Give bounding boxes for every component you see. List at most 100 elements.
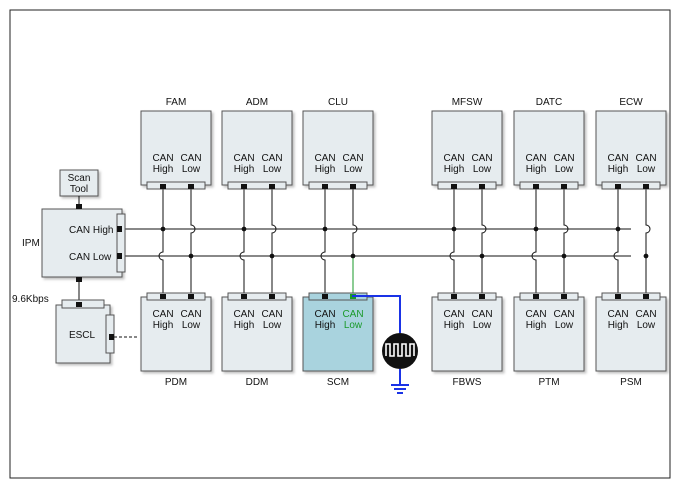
wire-low — [190, 188, 196, 256]
pin-can-low — [561, 294, 567, 299]
junction-dot — [643, 253, 649, 259]
wire-high — [531, 229, 537, 293]
pin-high-label: CAN — [314, 153, 335, 164]
pin-high-label: CAN — [443, 309, 464, 320]
pin-low-label: Low — [555, 164, 574, 175]
pin-low-label: CAN — [471, 309, 492, 320]
pin-high-label: High — [608, 320, 629, 331]
pin-low-label: CAN — [553, 309, 574, 320]
pin-can-high — [160, 184, 166, 189]
module-box — [595, 296, 667, 372]
pin-high-label: CAN — [443, 153, 464, 164]
pin-can-low — [350, 184, 356, 189]
junction-dot — [188, 253, 194, 259]
module-box — [140, 296, 212, 372]
pin-can-low — [479, 184, 485, 189]
wire-high — [320, 229, 326, 293]
pin-low-label: CAN — [342, 309, 363, 320]
pin-low-label: Low — [182, 320, 201, 331]
module-connector — [437, 292, 497, 301]
wire-low — [563, 188, 569, 256]
pin-can-low — [269, 184, 275, 189]
pin-high-label: High — [153, 164, 174, 175]
junction-dot — [479, 253, 485, 259]
probe-group — [352, 295, 418, 394]
pin-low-label: Low — [263, 320, 282, 331]
ipm-can-low-label: CAN Low — [69, 252, 112, 263]
pin-can-high — [322, 294, 328, 299]
junction-dot — [615, 226, 621, 232]
module-connector — [601, 292, 661, 301]
module-connector — [601, 181, 661, 190]
wire-high — [239, 229, 245, 293]
pin-low-label: Low — [555, 320, 574, 331]
pin-low-label: CAN — [180, 153, 201, 164]
pin-can-high — [451, 294, 457, 299]
pin-low-label: Low — [182, 164, 201, 175]
pin-high-label: High — [526, 320, 547, 331]
junction-dot — [269, 253, 275, 259]
ipm-can-high-label: CAN High — [69, 225, 113, 236]
module-box — [302, 110, 374, 186]
pin-high-label: CAN — [525, 153, 546, 164]
module-title: PTM — [538, 377, 559, 388]
pin-low-label: CAN — [180, 309, 201, 320]
wire-high — [613, 229, 619, 293]
pin-high-label: CAN — [607, 153, 628, 164]
ipm-escl-pin — [76, 277, 82, 282]
module-box — [595, 110, 667, 186]
junction-dot — [451, 226, 457, 232]
pin-can-high — [241, 294, 247, 299]
pin-high-label: High — [153, 320, 174, 331]
module-connector — [146, 181, 206, 190]
pin-low-label: CAN — [471, 153, 492, 164]
pin-high-label: CAN — [233, 153, 254, 164]
module-connector — [519, 181, 579, 190]
module-title: FAM — [166, 97, 187, 108]
pin-high-label: High — [234, 320, 255, 331]
module-box — [513, 110, 585, 186]
pin-high-label: High — [315, 320, 336, 331]
pin-high-label: High — [444, 164, 465, 175]
pin-can-high — [160, 294, 166, 299]
module-connector — [519, 292, 579, 301]
pin-high-label: High — [526, 164, 547, 175]
pin-high-label: CAN — [233, 309, 254, 320]
pin-high-label: CAN — [607, 309, 628, 320]
pin-can-high — [241, 184, 247, 189]
pin-low-label: CAN — [635, 153, 656, 164]
pin-can-low — [479, 294, 485, 299]
module-connector — [308, 181, 368, 190]
pin-can-low — [188, 184, 194, 189]
module-box — [140, 110, 212, 186]
ipm-connector — [116, 213, 126, 273]
can-bus-lines — [122, 188, 651, 293]
junction-dot — [322, 226, 328, 232]
pin-low-label: CAN — [342, 153, 363, 164]
module-connector — [227, 292, 287, 301]
wire-low — [352, 188, 358, 256]
module-connector — [146, 292, 206, 301]
pin-high-label: CAN — [314, 309, 335, 320]
wire-high — [158, 229, 164, 293]
wire-high — [449, 229, 455, 293]
module-title: ADM — [246, 97, 268, 108]
pin-low-label: Low — [473, 320, 492, 331]
pin-can-low — [643, 294, 649, 299]
pin-can-high — [533, 294, 539, 299]
pin-low-label: CAN — [635, 309, 656, 320]
pin-high-label: CAN — [152, 153, 173, 164]
module-title: PSM — [620, 377, 642, 388]
pin-can-high — [615, 294, 621, 299]
escl-connector-top — [61, 299, 105, 309]
pin-can-high — [322, 184, 328, 189]
wire-low — [481, 188, 487, 256]
junction-dot — [350, 253, 356, 259]
escl-pin-right — [109, 334, 114, 340]
